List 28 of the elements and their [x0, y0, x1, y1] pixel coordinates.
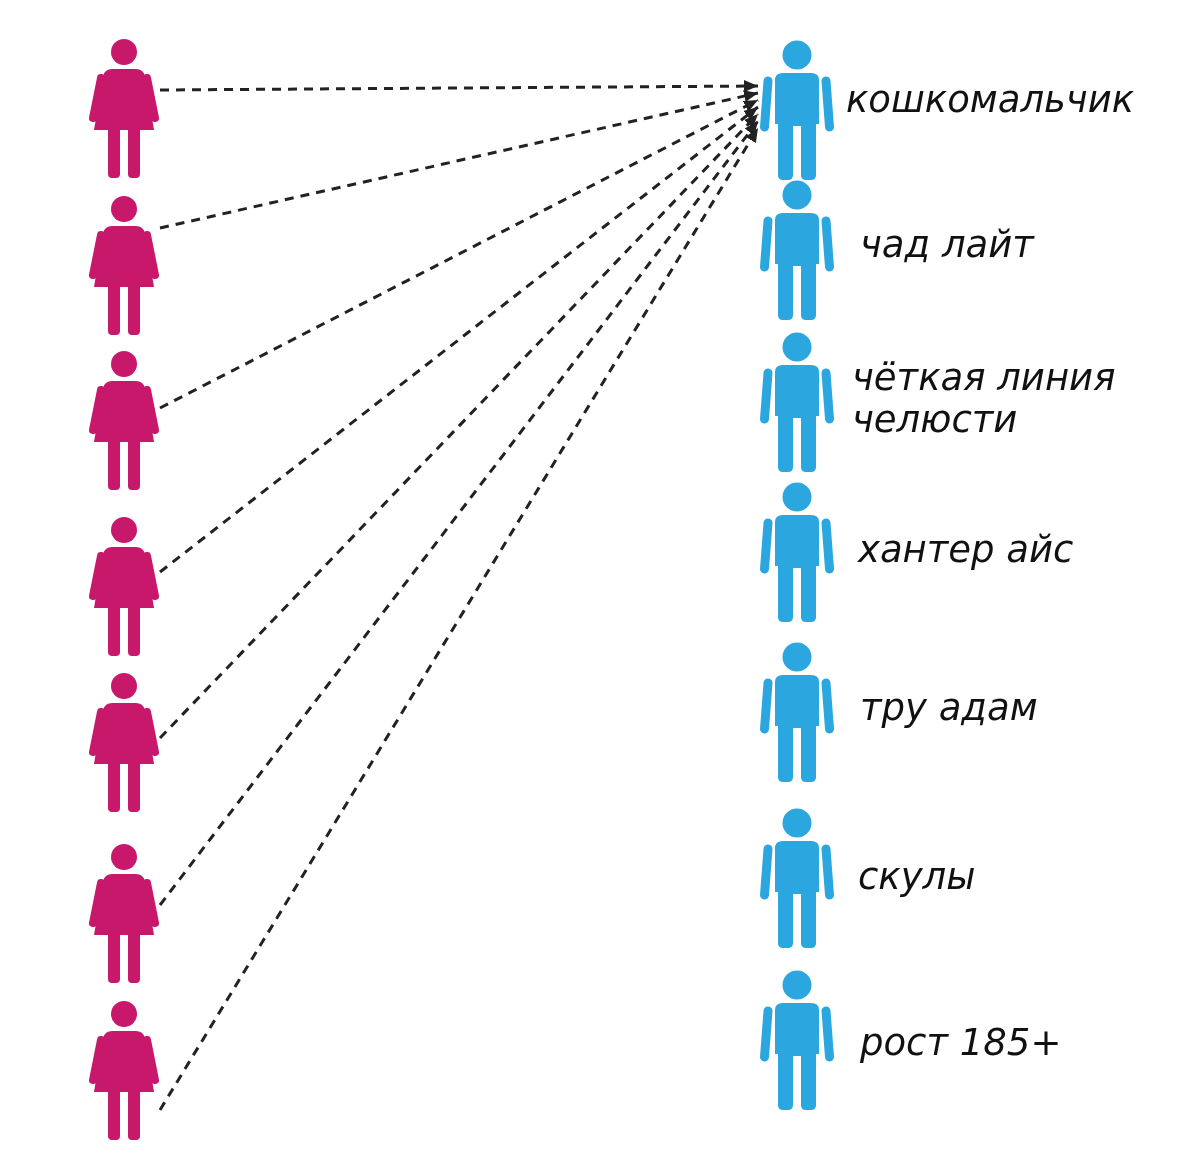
woman-icon [88, 38, 160, 178]
man-icon [758, 40, 836, 180]
figure-caption: чад лайт [860, 224, 1036, 266]
man-icon [758, 482, 836, 622]
figure-caption: тру адам [860, 687, 1039, 729]
woman-icon [88, 1000, 160, 1140]
figure-caption: хантер айс [858, 529, 1075, 571]
figure-caption: чёткая линия челюсти [852, 357, 1117, 441]
man-icon [758, 970, 836, 1110]
man-icon [758, 642, 836, 782]
dashed-arrow [158, 127, 760, 1111]
woman-icon [88, 672, 160, 812]
dashed-arrow [159, 90, 759, 230]
dashed-arrow [159, 98, 759, 410]
woman-icon [88, 843, 160, 983]
dashed-arrow [158, 112, 760, 740]
woman-icon [88, 516, 160, 656]
woman-icon [88, 195, 160, 335]
dashed-arrow [159, 105, 759, 574]
figure-caption: кошкомальчик [846, 79, 1136, 121]
dashed-arrow [158, 120, 760, 906]
man-icon [758, 332, 836, 472]
dashed-arrow [160, 80, 758, 93]
man-icon [758, 808, 836, 948]
woman-icon [88, 350, 160, 490]
figure-caption: рост 185+ [860, 1022, 1063, 1064]
figure-caption: скулы [858, 856, 977, 898]
man-icon [758, 180, 836, 320]
